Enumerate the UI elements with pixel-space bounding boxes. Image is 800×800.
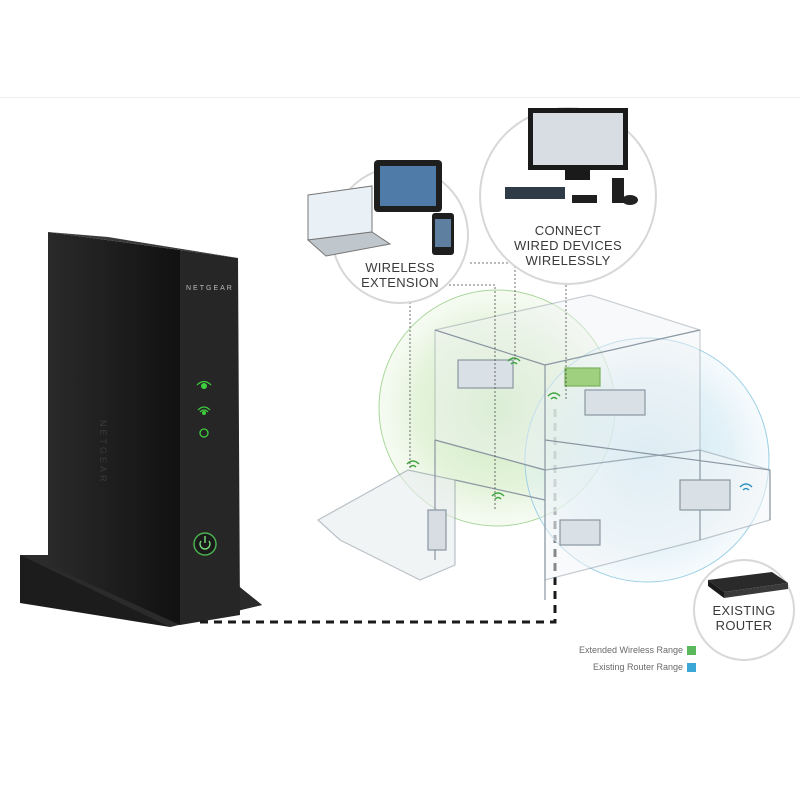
house-cutaway [316,294,771,600]
wps-icon [199,428,209,438]
game-console-icon [505,178,638,205]
wifi-icon [406,357,561,500]
legend-extended: Extended Wireless Range [579,645,696,655]
legend-router: Existing Router Range [593,662,696,672]
top-divider [0,97,800,98]
wifi-icon [196,380,212,389]
wifi-icon [197,406,211,415]
tablet-icon [374,160,442,212]
phone-icon [432,213,454,255]
router-icon [708,572,788,598]
existing-router-label: EXISTING ROUTER [712,603,776,633]
power-icon [193,532,217,556]
tv-icon [528,108,628,180]
svg-text:NETGEAR: NETGEAR [98,420,108,485]
wifi-extender-device: NETGEAR [20,232,262,627]
ethernet-cable [200,405,557,624]
wireless-extension-label: WIRELESS EXTENSION [361,260,439,290]
connect-wired-label: CONNECT WIRED DEVICES WIRELESSLY [514,223,622,268]
laptop-icon [306,185,392,257]
wifi-icon [739,483,753,491]
device-brand: NETGEAR [186,285,234,292]
